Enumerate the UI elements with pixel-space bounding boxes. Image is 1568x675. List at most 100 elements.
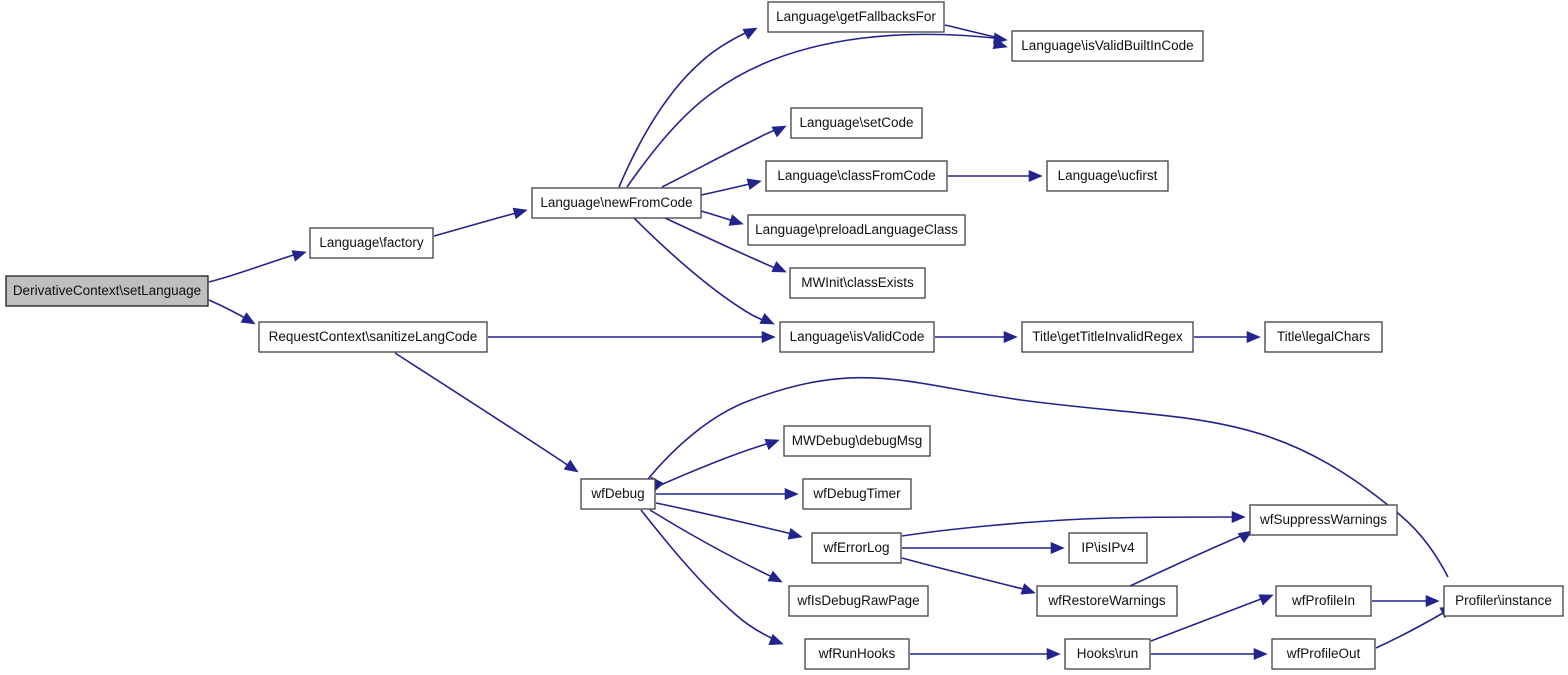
node-box[interactable]	[765, 160, 948, 192]
node-label: RequestContext\sanitizeLangCode	[269, 329, 478, 344]
node-label: wfErrorLog	[822, 540, 889, 555]
node-box[interactable]	[580, 478, 656, 510]
node-label: Title\legalChars	[1277, 329, 1371, 344]
graph-node-factory[interactable]: Language\factory	[309, 227, 434, 259]
edge-arrowhead	[1046, 648, 1061, 660]
call-edge	[647, 376, 1449, 578]
edge-arrowhead	[992, 37, 1008, 50]
graph-node-getFallbacksFor[interactable]: Language\getFallbacksFor	[767, 1, 945, 33]
graph-node-hooksRun[interactable]: Hooks\run	[1064, 638, 1151, 670]
node-box[interactable]	[1011, 30, 1204, 62]
graph-node-profilerInstance[interactable]: Profiler\instance	[1443, 585, 1564, 617]
edge-arrowhead	[767, 570, 783, 583]
graph-node-wfProfileOut[interactable]: wfProfileOut	[1271, 638, 1376, 670]
graph-node-getTitleInvalidRegex[interactable]: Title\getTitleInvalidRegex	[1021, 321, 1194, 353]
edge-arrowhead	[1246, 331, 1261, 343]
graph-node-classFromCode[interactable]: Language\classFromCode	[765, 160, 948, 192]
node-label: Language\preloadLanguageClass	[755, 222, 958, 237]
node-box[interactable]	[804, 638, 910, 670]
node-label: Hooks\run	[1077, 646, 1139, 661]
node-box[interactable]	[790, 107, 923, 139]
edge-arrowhead	[1253, 648, 1268, 660]
call-edge	[1129, 531, 1250, 587]
node-label: Language\classFromCode	[777, 168, 935, 183]
node-label: Language\factory	[319, 235, 424, 250]
call-edge	[1375, 608, 1452, 649]
graph-node-legalChars[interactable]: Title\legalChars	[1264, 321, 1383, 353]
graph-node-ucfirst[interactable]: Language\ucfirst	[1046, 160, 1169, 192]
graph-node-wfProfileIn[interactable]: wfProfileIn	[1275, 585, 1372, 617]
edge-arrowhead	[1050, 542, 1065, 554]
edges-layer	[208, 24, 1452, 655]
call-edge	[618, 28, 755, 188]
node-box[interactable]	[783, 425, 931, 457]
call-edge	[626, 33, 1005, 188]
node-box[interactable]	[1249, 504, 1398, 536]
node-box[interactable]	[1046, 160, 1169, 192]
graph-node-classExists[interactable]: MWInit\classExists	[789, 267, 926, 299]
graph-node-setLanguage[interactable]: DerivativeContext\setLanguage	[5, 275, 209, 307]
graph-node-newFromCode[interactable]: Language\newFromCode	[531, 187, 702, 219]
call-edge	[901, 516, 1243, 537]
edge-arrowhead	[1231, 511, 1246, 523]
node-label: IP\isIPv4	[1081, 540, 1135, 555]
call-edge	[208, 251, 304, 283]
node-label: Language\ucfirst	[1058, 168, 1158, 183]
graph-node-wfDebugTimer[interactable]: wfDebugTimer	[802, 478, 912, 510]
node-box[interactable]	[811, 532, 902, 564]
graph-node-isValidCode[interactable]: Language\isValidCode	[779, 321, 935, 353]
graph-node-wfIsDebugRawPage[interactable]: wfIsDebugRawPage	[788, 585, 929, 617]
node-label: wfDebug	[590, 486, 644, 501]
node-box[interactable]	[1271, 638, 1376, 670]
node-label: wfIsDebugRawPage	[796, 593, 919, 608]
edge-arrowhead	[1028, 170, 1043, 182]
call-edge	[661, 126, 784, 188]
edge-arrowhead	[512, 207, 528, 220]
node-box[interactable]	[531, 187, 702, 219]
node-label: Profiler\instance	[1455, 593, 1552, 608]
node-box[interactable]	[788, 585, 929, 617]
node-box[interactable]	[802, 478, 912, 510]
node-box[interactable]	[1021, 321, 1194, 353]
node-box[interactable]	[1443, 585, 1564, 617]
edge-arrowhead	[728, 214, 744, 226]
graph-node-preloadLanguageClass[interactable]: Language\preloadLanguageClass	[747, 214, 966, 246]
node-label: wfRestoreWarnings	[1047, 593, 1166, 608]
node-box[interactable]	[1068, 532, 1148, 564]
graph-node-setCode[interactable]: Language\setCode	[790, 107, 923, 139]
graph-node-wfRunHooks[interactable]: wfRunHooks	[804, 638, 910, 670]
node-label: MWInit\classExists	[801, 275, 914, 290]
node-box[interactable]	[789, 267, 926, 299]
node-box[interactable]	[1036, 585, 1178, 617]
graph-node-isValidBuiltInCode[interactable]: Language\isValidBuiltInCode	[1011, 30, 1204, 62]
graph-node-sanitizeLangCode[interactable]: RequestContext\sanitizeLangCode	[258, 321, 488, 353]
graph-node-wfDebug[interactable]: wfDebug	[580, 478, 656, 510]
edge-arrowhead	[764, 438, 780, 451]
edge-arrowhead	[746, 178, 762, 190]
edge-arrowhead	[759, 312, 775, 325]
edge-arrowhead	[240, 312, 256, 325]
node-box[interactable]	[747, 214, 966, 246]
node-box[interactable]	[1275, 585, 1372, 617]
graph-node-debugMsg[interactable]: MWDebug\debugMsg	[783, 425, 931, 457]
node-box[interactable]	[309, 227, 434, 259]
edge-arrowhead	[742, 27, 758, 40]
edge-arrowhead	[771, 261, 787, 273]
node-box[interactable]	[767, 1, 945, 33]
graph-node-wfSuppressWarnings[interactable]: wfSuppressWarnings	[1249, 504, 1398, 536]
node-box[interactable]	[1064, 638, 1151, 670]
node-box[interactable]	[258, 321, 488, 353]
node-label: Title\getTitleInvalidRegex	[1032, 329, 1183, 344]
node-box[interactable]	[1264, 321, 1383, 353]
edge-arrowhead	[1425, 595, 1440, 607]
graph-node-isIPv4[interactable]: IP\isIPv4	[1068, 532, 1148, 564]
graph-node-wfRestoreWarnings[interactable]: wfRestoreWarnings	[1036, 585, 1178, 617]
node-box-highlighted[interactable]	[5, 275, 209, 307]
node-label: Language\isValidCode	[790, 329, 925, 344]
edge-arrowhead	[1237, 530, 1253, 544]
node-label: wfRunHooks	[818, 646, 896, 661]
edge-arrowhead	[768, 633, 784, 646]
node-box[interactable]	[779, 321, 935, 353]
graph-node-wfErrorLog[interactable]: wfErrorLog	[811, 532, 902, 564]
